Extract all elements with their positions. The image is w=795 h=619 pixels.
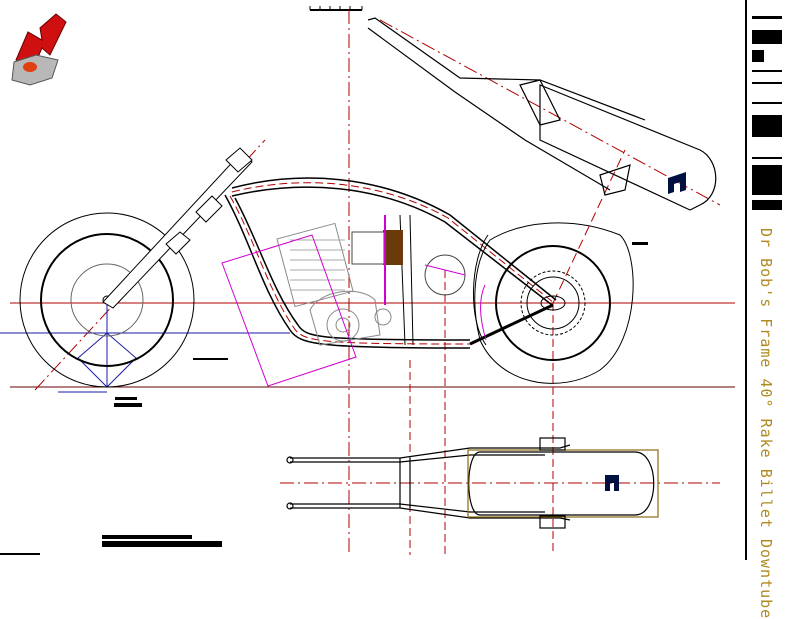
frame-side (224, 177, 557, 349)
front-fork (102, 147, 253, 309)
clutch-housing (351, 231, 385, 265)
drawing-title: Dr Bob's Frame 40° Rake Billet Downtube (757, 228, 775, 619)
dimension-lines (0, 303, 290, 393)
centerlines (10, 10, 735, 555)
frame-side-center (229, 182, 555, 345)
cad-drawing (0, 6, 735, 555)
logo (11, 13, 67, 86)
title-block (745, 0, 795, 560)
frame-top-view (367, 17, 717, 211)
construction-lines (221, 215, 487, 387)
annotation-marks (0, 242, 648, 555)
front-wheel (19, 212, 195, 388)
scale-bar (309, 6, 363, 11)
rear-wheel (473, 222, 634, 384)
frame-bottom-view (286, 437, 659, 529)
primary-drive (383, 230, 403, 265)
